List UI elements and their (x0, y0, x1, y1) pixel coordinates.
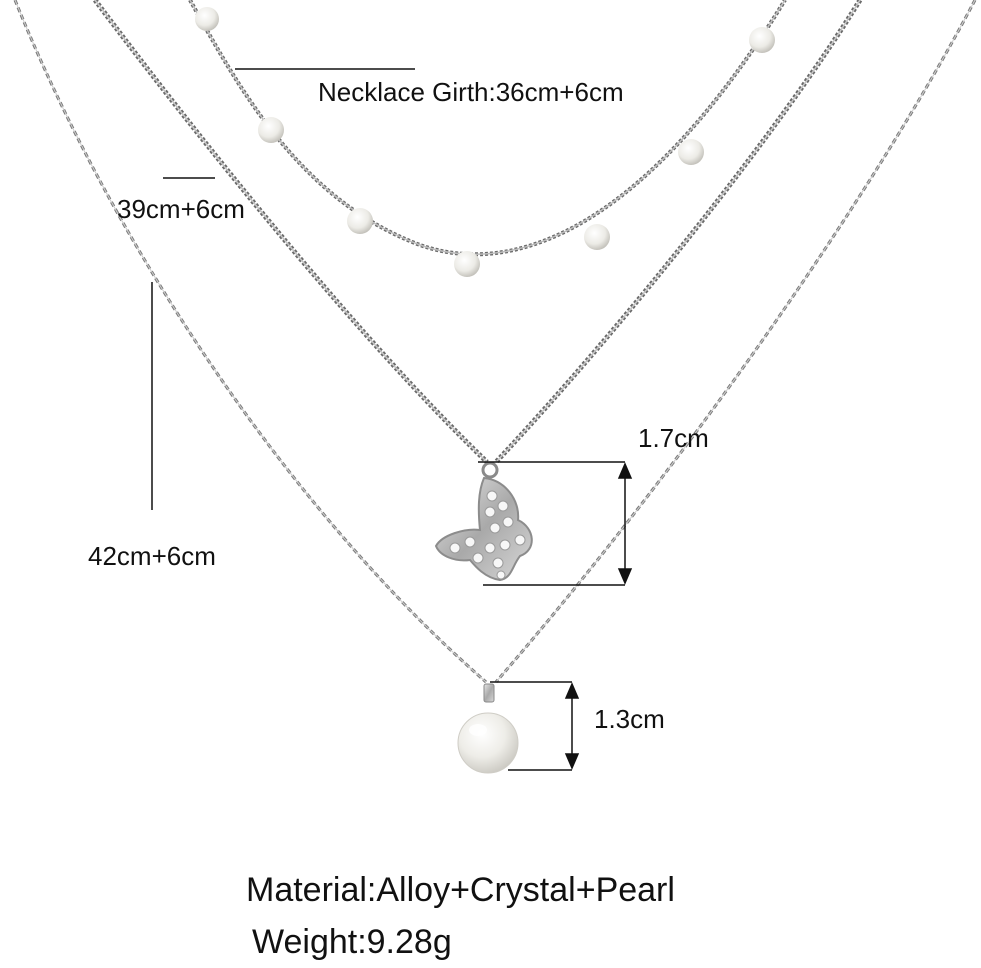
butterfly-height-label: 1.7cm (638, 423, 709, 453)
pearl-pendant-chain (13, 0, 977, 703)
measurement-lines (151, 68, 633, 771)
girth-39-label: 39cm+6cm (117, 194, 245, 224)
girth-42-label: 42cm+6cm (88, 541, 216, 571)
pearl-height-label: 1.3cm (594, 704, 665, 734)
weight-spec: Weight:9.28g (252, 923, 452, 961)
pearl-pendant (457, 712, 519, 774)
butterfly-pendant (434, 476, 533, 582)
butterfly-chain (93, 0, 863, 479)
material-spec: Material:Alloy+Crystal+Pearl (246, 871, 675, 909)
pearl-bead (195, 7, 775, 277)
girth-36-label: Necklace Girth:36cm+6cm (318, 77, 624, 107)
pearl-station-chain (188, 0, 787, 277)
